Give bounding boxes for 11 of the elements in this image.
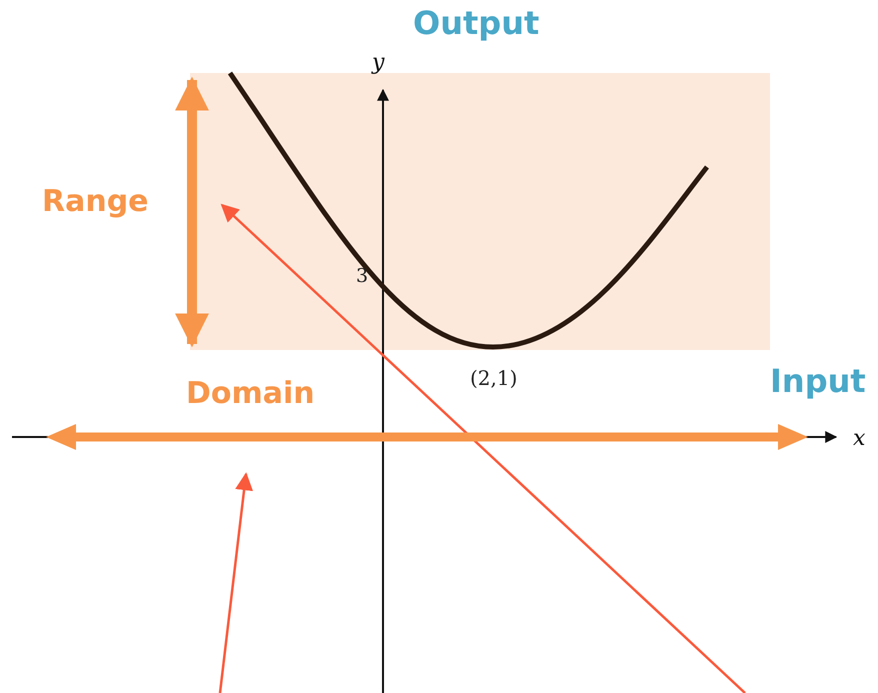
domain-label: Domain bbox=[186, 376, 315, 411]
range-label: Range bbox=[42, 184, 149, 219]
range-band bbox=[190, 73, 770, 350]
axis-title: Input bbox=[770, 362, 866, 400]
axis-label: y bbox=[372, 50, 384, 75]
leader-arrow bbox=[220, 204, 746, 693]
tick-label: 3 bbox=[356, 265, 368, 287]
point-label: (2,1) bbox=[470, 366, 518, 390]
leader-arrow bbox=[218, 472, 254, 693]
axis-label: x bbox=[853, 426, 866, 451]
axis-title: Output bbox=[413, 4, 540, 42]
